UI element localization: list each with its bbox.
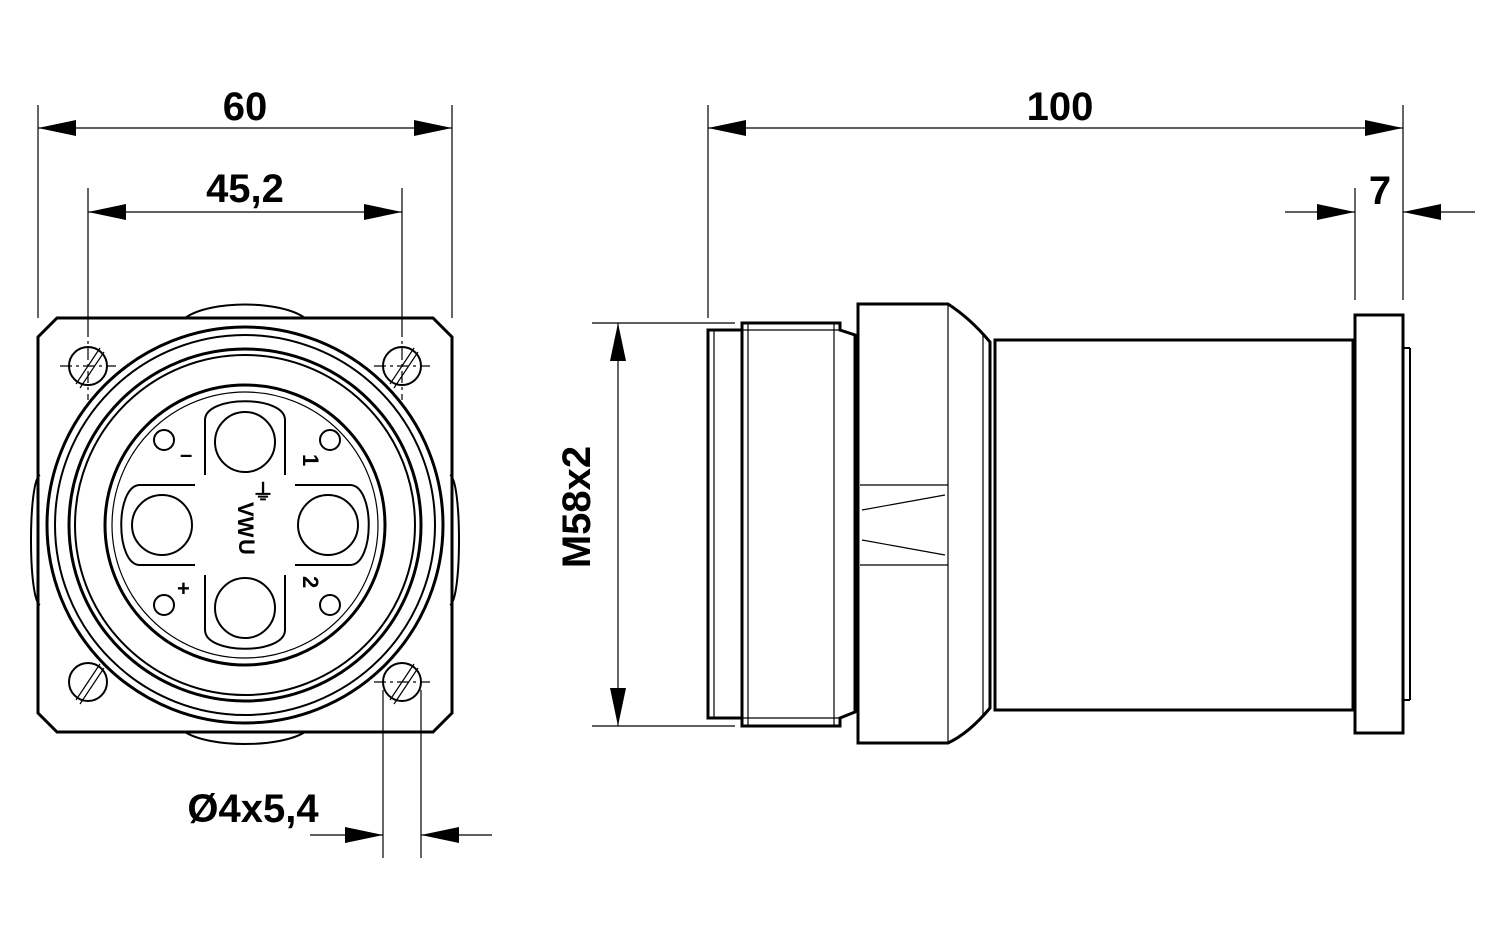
- dimension-overall-width: 60: [37, 85, 453, 318]
- label-plus: +: [177, 576, 190, 601]
- coupling-ring-inner: [74, 354, 416, 696]
- label-minus: –: [180, 442, 192, 467]
- dim-60: 60: [223, 85, 268, 129]
- outer-ring-inner: [54, 334, 436, 716]
- contact-insert-inner: [111, 391, 379, 659]
- body-right-bulge: [449, 474, 460, 606]
- dim-100: 100: [1027, 85, 1094, 129]
- label-vw: VW: [233, 502, 258, 538]
- coupling-ring: [67, 347, 423, 703]
- dimension-overall-length: 100: [707, 85, 1404, 318]
- mounting-flange: [36, 316, 454, 734]
- contact-top: [204, 400, 286, 475]
- front-view: – 1 + 2 VW U ⏚: [30, 303, 460, 745]
- contact-insert: [103, 383, 387, 667]
- dim-hole: Ø4x5,4: [187, 787, 319, 831]
- contact-left: [120, 484, 195, 566]
- pe-symbol: ⏚: [252, 480, 274, 505]
- dimension-mounting-hole: Ø4x5,4: [187, 690, 492, 858]
- dim-thread: M58x2: [555, 446, 599, 568]
- outer-ring: [45, 325, 445, 725]
- dimension-flange-thickness: 7: [1285, 169, 1475, 300]
- thread-section: [740, 321, 857, 728]
- label-1: 1: [298, 454, 323, 466]
- contact-right: [295, 484, 370, 566]
- signal-contact-2: [319, 594, 341, 616]
- sleeve-body: [993, 338, 1355, 712]
- signal-contact-minus: [153, 429, 175, 451]
- dim-7: 7: [1369, 169, 1391, 213]
- body-top-bulge: [184, 303, 306, 319]
- dimension-hole-spacing: 45,2: [87, 167, 403, 325]
- rear-flange: [1353, 313, 1405, 735]
- body-bottom-bulge: [184, 731, 306, 745]
- label-u: U: [234, 539, 259, 555]
- dim-45-2: 45,2: [206, 167, 284, 211]
- side-view: [706, 302, 1411, 745]
- contact-bottom: [204, 575, 286, 650]
- dimension-thread: M58x2: [555, 322, 735, 727]
- thread-nose: [706, 328, 744, 720]
- label-2: 2: [298, 576, 323, 588]
- body-left-bulge: [30, 474, 41, 606]
- mounting-hole-bottom-left: [68, 662, 108, 705]
- mounting-hole-bottom-right: [374, 662, 430, 705]
- coupling-nut: [856, 302, 992, 745]
- signal-contact-plus: [153, 594, 175, 616]
- mounting-hole-top-right: [374, 346, 430, 389]
- signal-contact-1: [319, 429, 341, 451]
